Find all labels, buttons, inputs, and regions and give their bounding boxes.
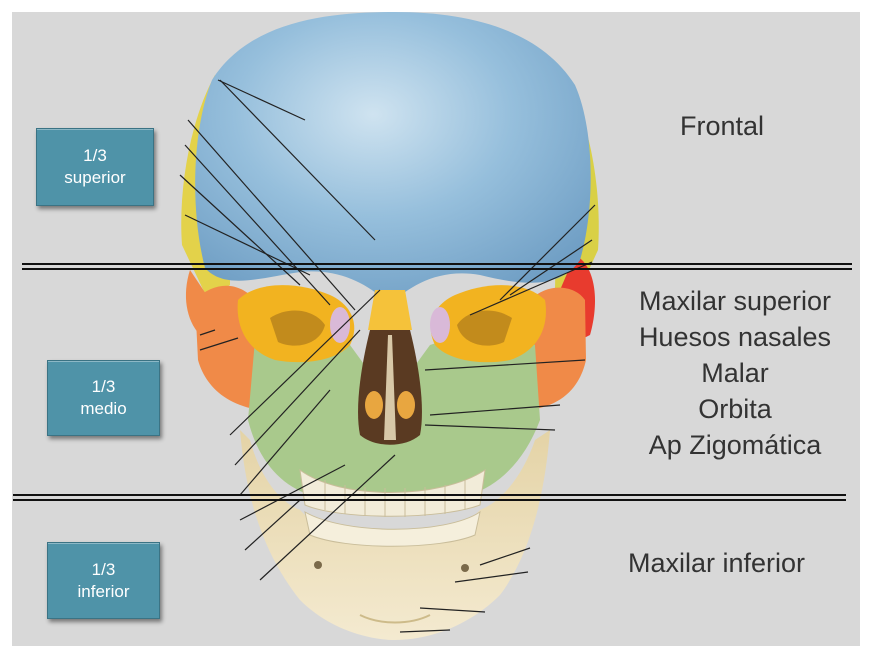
lacrimal-right	[430, 307, 450, 343]
label-huesos-nasales: Huesos nasales	[638, 322, 832, 352]
third-superior-box: 1/3 superior	[36, 128, 154, 206]
label-ap-zigomatica: Ap Zigomática	[648, 430, 822, 460]
orbit-left-shadow	[270, 310, 325, 346]
nasal-septum	[384, 335, 396, 440]
division-line-upper	[22, 263, 852, 270]
third-superior-fraction: 1/3	[83, 146, 107, 165]
lower-teeth	[304, 510, 481, 547]
third-superior-label: superior	[64, 168, 126, 187]
middle-third-labels: Maxilar superior Huesos nasales Malar Or…	[600, 283, 870, 463]
third-medio-box: 1/3 medio	[47, 360, 160, 436]
third-medio-fraction: 1/3	[91, 377, 116, 396]
label-frontal: Frontal	[680, 111, 765, 141]
label-malar: Malar	[701, 358, 769, 388]
third-inferior-fraction: 1/3	[91, 559, 116, 579]
frontal-bone	[195, 12, 591, 305]
label-maxilar-superior: Maxilar superior	[638, 286, 832, 316]
third-inferior-label: inferior	[77, 581, 130, 601]
upper-teeth	[299, 468, 486, 517]
label-maxilar-inferior: Maxilar inferior	[628, 548, 806, 578]
third-inferior-box: 1/3 inferior	[47, 542, 160, 619]
lacrimal-left	[330, 307, 350, 343]
orbit-right-shadow	[457, 310, 512, 346]
third-medio-label: medio	[80, 399, 127, 418]
label-orbita: Orbita	[698, 394, 772, 424]
nasal-bones	[368, 290, 412, 330]
division-line-lower	[13, 494, 846, 501]
